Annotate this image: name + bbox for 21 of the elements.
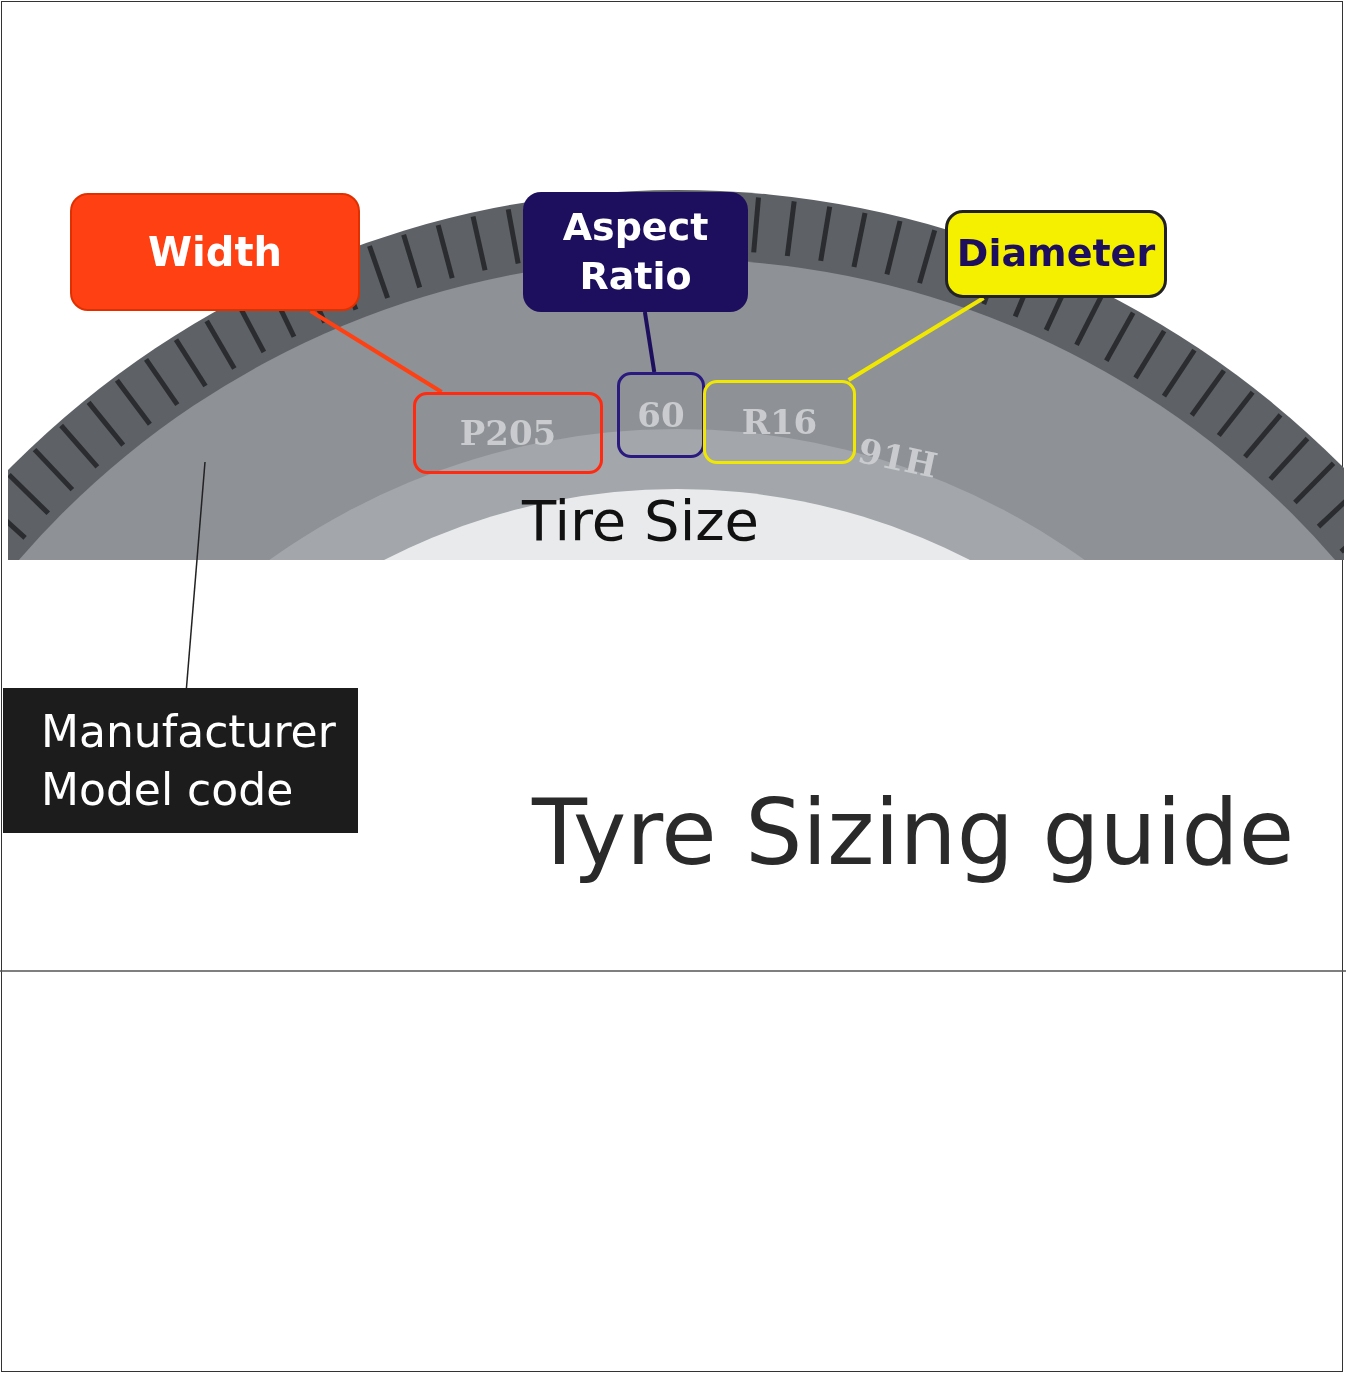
- callout-text: Width: [147, 228, 283, 277]
- leader-line: [642, 311, 657, 373]
- sidewall-marking: 91H: [854, 430, 941, 486]
- sidewall-marking: P205: [459, 411, 557, 455]
- leader-line: [847, 296, 985, 382]
- callout-box: [945, 210, 1167, 298]
- callout-box: [70, 193, 360, 311]
- title: Tyre Sizing guide: [532, 780, 1295, 885]
- callout-text: Diameter: [956, 230, 1156, 278]
- sidewall-marking: R16: [741, 400, 818, 444]
- highlight-frame: [413, 392, 603, 474]
- sidewall-marking: 60: [637, 393, 685, 437]
- highlight-frame: [617, 372, 705, 458]
- caption-text: Tire Size: [522, 488, 760, 553]
- callout-text: Aspect Ratio: [561, 203, 710, 300]
- highlight-frame: [703, 380, 856, 464]
- callout-box: [523, 192, 748, 312]
- leader-line: [185, 461, 206, 689]
- callout-box: [3, 688, 358, 833]
- callout-text: Manufacturer Model code: [41, 705, 337, 817]
- leader-line: [309, 309, 443, 394]
